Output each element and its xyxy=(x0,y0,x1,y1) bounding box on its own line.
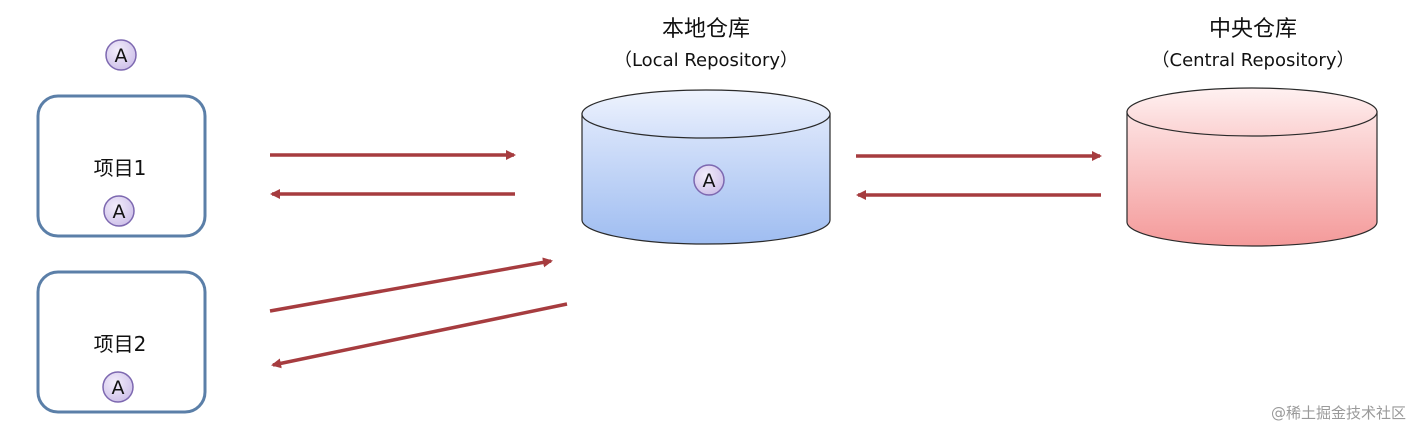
project-1-artifact-badge: A xyxy=(103,195,135,227)
project-2-label: 项目2 xyxy=(94,332,147,356)
badge-letter: A xyxy=(112,377,125,399)
project-1-box: 项目1 A xyxy=(36,94,207,238)
arrow-local-to-project2 xyxy=(271,302,568,369)
badge-letter: A xyxy=(113,201,126,223)
project-1-label: 项目1 xyxy=(94,156,147,180)
arrow-project2-to-local xyxy=(269,257,553,313)
local-repository-cylinder: A xyxy=(581,89,831,245)
central-repository-cylinder xyxy=(1126,87,1378,247)
standalone-artifact-badge: A xyxy=(105,39,137,71)
project-2-box: 项目2 A xyxy=(36,270,207,414)
central-repository-title: 中央仓库 xyxy=(1209,17,1297,42)
local-repository-subtitle: （Local Repository） xyxy=(614,50,798,71)
local-repository-artifact-badge: A xyxy=(693,164,725,196)
badge-letter: A xyxy=(115,45,128,67)
watermark: @稀土掘金技术社区 xyxy=(1271,404,1406,422)
project-2-artifact-badge: A xyxy=(102,371,134,403)
local-repository-title: 本地仓库 xyxy=(662,17,750,42)
badge-letter: A xyxy=(703,170,716,192)
central-repository-subtitle: （Central Repository） xyxy=(1152,50,1355,71)
